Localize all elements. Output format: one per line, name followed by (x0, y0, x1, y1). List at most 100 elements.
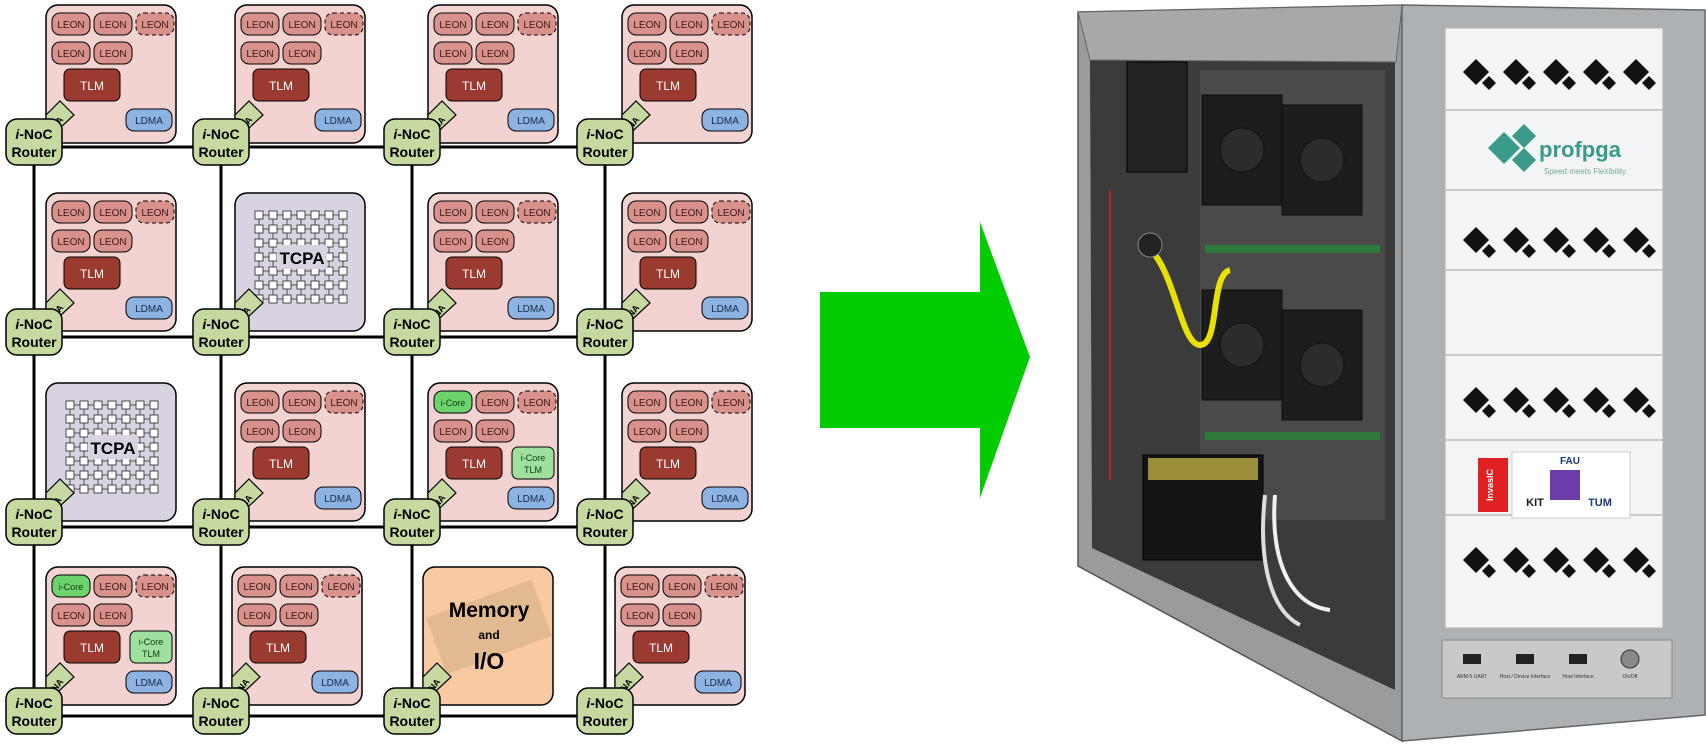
leon-label: LEON (439, 49, 466, 60)
leon-core (433, 12, 473, 36)
tcpa-processing-element (338, 238, 348, 248)
io-label: I/O (474, 648, 505, 674)
leon-label: LEON (57, 49, 84, 60)
leon-core (475, 12, 515, 36)
tcpa-processing-element (282, 224, 292, 234)
fan-icon (1219, 322, 1265, 368)
vent-hole (1623, 227, 1649, 253)
ldma (507, 108, 555, 132)
router-label: Router (198, 334, 244, 350)
router-label-italic: i (586, 316, 591, 332)
tlm-label: TLM (462, 267, 486, 281)
vent-hole (1503, 547, 1529, 573)
tlm-label: TLM (656, 457, 680, 471)
leon-core (51, 41, 91, 65)
leon-core (711, 390, 751, 414)
router-label: i-NoC (15, 695, 52, 711)
ldma (125, 296, 173, 320)
tcpa-processing-element (121, 414, 131, 424)
tcpa-processing-element (296, 224, 306, 234)
leon-core (51, 12, 91, 36)
tcpa-processing-element (79, 470, 89, 480)
leon-core (433, 41, 473, 65)
icore-label: i-Core (441, 398, 466, 408)
tlm (252, 446, 310, 480)
leon-label: LEON (57, 611, 84, 622)
tcpa-processing-element (254, 266, 264, 276)
ldma-label: LDMA (517, 304, 545, 315)
router-label: Router (582, 334, 628, 350)
leon-core (93, 200, 133, 224)
router-label-italic: i (202, 316, 207, 332)
tcpa-label: TCPA (90, 439, 135, 458)
router-label: i-NoC (202, 316, 239, 332)
leon-core (240, 419, 280, 443)
tcpa-processing-element (135, 484, 145, 494)
tlm-label: TLM (462, 457, 486, 471)
router-box (383, 687, 441, 735)
tcpa-processing-element (254, 238, 264, 248)
router-label-italic: i (393, 695, 398, 711)
leon-core (324, 12, 364, 36)
leon-label: LEON (141, 20, 168, 31)
router-label: i-NoC (15, 506, 52, 522)
leon-core (135, 574, 175, 598)
leon-core (711, 200, 751, 224)
tlm (639, 256, 697, 290)
leon-core (662, 603, 702, 627)
leon-core (627, 12, 667, 36)
tcpa-processing-element (268, 238, 278, 248)
ldma-label: LDMA (711, 304, 739, 315)
router-label-italic: i (15, 316, 20, 332)
noc-router: i-NoC Router (5, 308, 63, 356)
leon-label: LEON (330, 398, 357, 409)
leon-label: LEON (288, 49, 315, 60)
tcpa-processing-element (324, 224, 334, 234)
leon-label: LEON (710, 582, 737, 593)
tcpa-processing-element (107, 470, 117, 480)
vent-hole (1623, 59, 1649, 85)
router-label: i-NoC (393, 506, 430, 522)
and-label: and (478, 628, 499, 642)
tcpa-processing-element (254, 224, 264, 234)
router-label-rest: -NoC (397, 126, 430, 142)
router-label: i-NoC (202, 126, 239, 142)
tcpa-processing-element (310, 210, 320, 220)
router-label: Router (11, 334, 57, 350)
memory-label: Memory (449, 599, 530, 622)
tcpa-processing-element (324, 294, 334, 304)
tlm-label: TLM (80, 267, 104, 281)
leon-label: LEON (57, 20, 84, 31)
tiles: LEONLEONLEONLEONLEONTLMLDMAi-NALEONLEONL… (45, 4, 753, 706)
cable (1272, 494, 1331, 612)
tlm (63, 68, 121, 102)
leon-core (93, 12, 133, 36)
icore-tlm (511, 446, 555, 480)
tum-logo: TUM (1588, 497, 1612, 509)
leon-core (517, 12, 557, 36)
vent-hole (1602, 404, 1616, 418)
router-label-rest: -NoC (19, 316, 52, 332)
leon-label: LEON (523, 398, 550, 409)
vent-hole (1543, 227, 1569, 253)
router-label-rest: -NoC (397, 506, 430, 522)
leon-label: LEON (633, 208, 660, 219)
leon-label: LEON (626, 611, 653, 622)
tcpa-processing-element (135, 456, 145, 466)
leon-core (620, 603, 660, 627)
tcpa-processing-element (268, 266, 278, 276)
ldma (507, 486, 555, 510)
memory-module-illustration (426, 579, 552, 675)
leon-core (627, 41, 667, 65)
tcpa-processing-element (79, 428, 89, 438)
leon-label: LEON (99, 49, 126, 60)
power-supply-label (1148, 458, 1258, 480)
tcpa-processing-element (79, 400, 89, 410)
